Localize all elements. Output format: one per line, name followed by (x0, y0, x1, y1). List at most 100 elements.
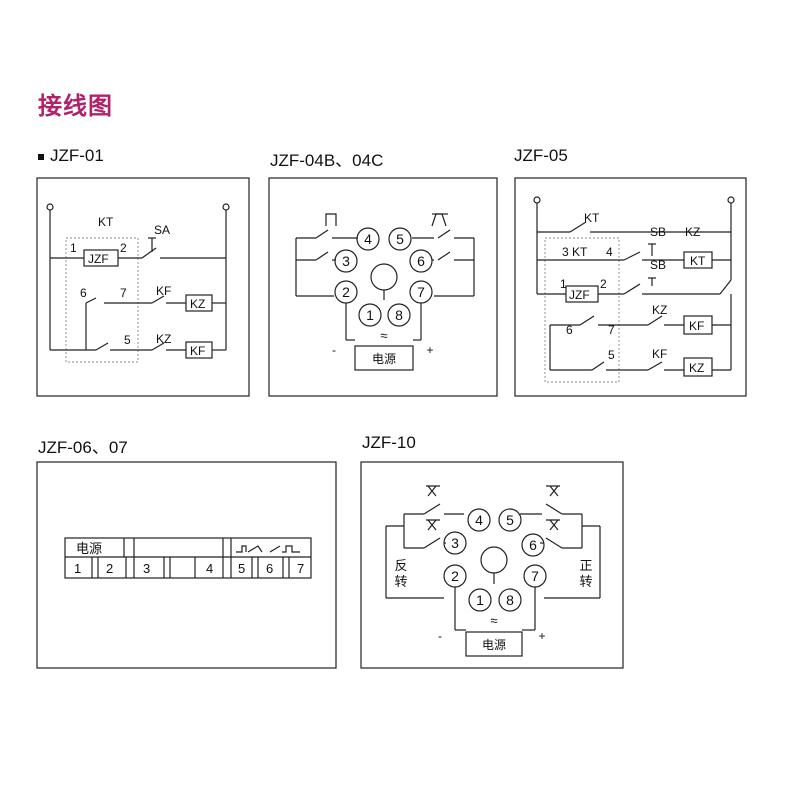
pin-label-1: 1 (366, 307, 374, 323)
text-jzf: JZF (88, 252, 109, 266)
pin-1 (358, 303, 382, 327)
pin-3-10 (443, 531, 467, 555)
pin-label-2: 2 (342, 284, 350, 300)
kz-box-05 (683, 357, 713, 377)
pin-4-10 (467, 508, 491, 532)
text-kz-box: KZ (190, 297, 205, 311)
text-sb-1: SB (650, 225, 666, 239)
key-circle (370, 263, 398, 291)
pin-6 (409, 249, 433, 273)
frame-jzf-10 (360, 461, 624, 669)
text-3kt: 3 KT (562, 245, 588, 259)
text-reverse-1: 反 (394, 558, 407, 573)
pin-label-8-10: 8 (506, 592, 514, 608)
terminal-left-05 (533, 196, 541, 204)
text-7: 7 (120, 286, 127, 300)
pin-label-4: 4 (364, 231, 372, 247)
strip-4: 4 (206, 561, 213, 576)
text-kz-top: KZ (685, 225, 700, 239)
plus-text-10: + (538, 629, 545, 643)
label-jzf-04: JZF-04B、04C (270, 151, 384, 170)
dotted-box-05 (544, 237, 620, 383)
label-jzf-06: JZF-06、07 (38, 438, 128, 457)
label-jzf-05: JZF-05 (514, 146, 568, 165)
text-kt-box: KT (690, 254, 706, 268)
diagram-jzf-05: KT SB KZ 3 KT 4 SB KT 1 2 JZF 6 7 KZ KF … (514, 177, 747, 397)
pin-6-10 (521, 533, 545, 557)
pin-label-6-10: 6 (529, 537, 537, 553)
text-jzf-05: JZF (569, 288, 590, 302)
pin-1-10 (468, 588, 492, 612)
pin-label-5: 5 (396, 231, 404, 247)
pin-label-8: 8 (395, 307, 403, 323)
text-5: 5 (124, 333, 131, 347)
power-box (354, 345, 414, 371)
pin-label-2-10: 2 (451, 568, 459, 584)
minus-text: - (332, 343, 336, 357)
text-5-05: 5 (608, 348, 615, 362)
pin-3 (334, 249, 358, 273)
text-1-05: 1 (560, 277, 567, 291)
plus-text: + (426, 343, 433, 357)
label-jzf-01: JZF-01 (38, 146, 104, 166)
text-forward-1: 正 (579, 558, 592, 573)
frame-jzf-05 (514, 177, 747, 397)
text-kf-box-05: KF (689, 319, 704, 333)
terminal-left (46, 203, 54, 211)
text-6: 6 (80, 286, 87, 300)
strip-1: 1 (74, 561, 81, 576)
text-kf-05: KF (652, 347, 667, 361)
pin-label-3: 3 (342, 253, 350, 269)
pin-8-10 (498, 588, 522, 612)
frame-jzf-04 (268, 177, 498, 397)
strip-2: 2 (106, 561, 113, 576)
text-6-05: 6 (566, 323, 573, 337)
text-1: 1 (70, 241, 77, 255)
bullet-icon (38, 153, 44, 160)
key-circle-10 (480, 546, 508, 574)
page-title: 接线图 (38, 92, 113, 120)
diagram-jzf-01: KT 1 2 JZF SA 6 7 KF KZ 5 KZ KF (36, 177, 250, 397)
pin-label-6: 6 (417, 253, 425, 269)
frame-jzf-06 (36, 461, 337, 669)
frame-jzf-01 (36, 177, 250, 397)
text-kf: KF (156, 284, 171, 298)
strip-power: 电源 (76, 541, 102, 556)
pin-4 (356, 227, 380, 251)
diagram-jzf-06: 电源 1 2 3 4 5 6 7 (36, 461, 337, 669)
text-kz-05: KZ (652, 303, 667, 317)
pin-5 (388, 227, 412, 251)
minus-text-10: - (438, 629, 442, 643)
text-sa: SA (154, 223, 170, 237)
text-kz-box-05: KZ (689, 361, 704, 375)
pin-label-1-10: 1 (476, 592, 484, 608)
power-text-10: 电源 (482, 638, 506, 652)
pin-5-10 (498, 508, 522, 532)
pin-label-7-10: 7 (531, 568, 539, 584)
pin-label-4-10: 4 (475, 512, 483, 528)
label-jzf-10: JZF-10 (362, 433, 416, 452)
text-7-05: 7 (608, 323, 615, 337)
pin-label-3-10: 3 (451, 535, 459, 551)
strip-3: 3 (143, 561, 150, 576)
text-kz: KZ (156, 332, 171, 346)
strip-7: 7 (297, 561, 304, 576)
tilde-text: ≈ (380, 328, 387, 343)
pin-label-7: 7 (417, 284, 425, 300)
diagram-jzf-04: 4 5 3 6 2 7 1 8 ≈ 电源 - + (268, 177, 498, 397)
label-text: JZF-01 (50, 146, 104, 165)
strip-5: 5 (238, 561, 245, 576)
text-forward-2: 转 (579, 574, 592, 589)
dotted-box (65, 237, 139, 363)
text-kt-05: KT (584, 211, 600, 225)
text-2: 2 (120, 241, 127, 255)
diagram-jzf-10: 4 5 3 6 2 7 1 8 ≈ 电源 - + 反 转 正 转 (360, 461, 624, 669)
text-kt: KT (98, 215, 114, 229)
text-sb-2: SB (650, 258, 666, 272)
terminal-right (222, 203, 230, 211)
text-reverse-2: 转 (394, 574, 407, 589)
pin-8 (387, 303, 411, 327)
text-4-05: 4 (606, 245, 613, 259)
strip-6: 6 (266, 561, 273, 576)
